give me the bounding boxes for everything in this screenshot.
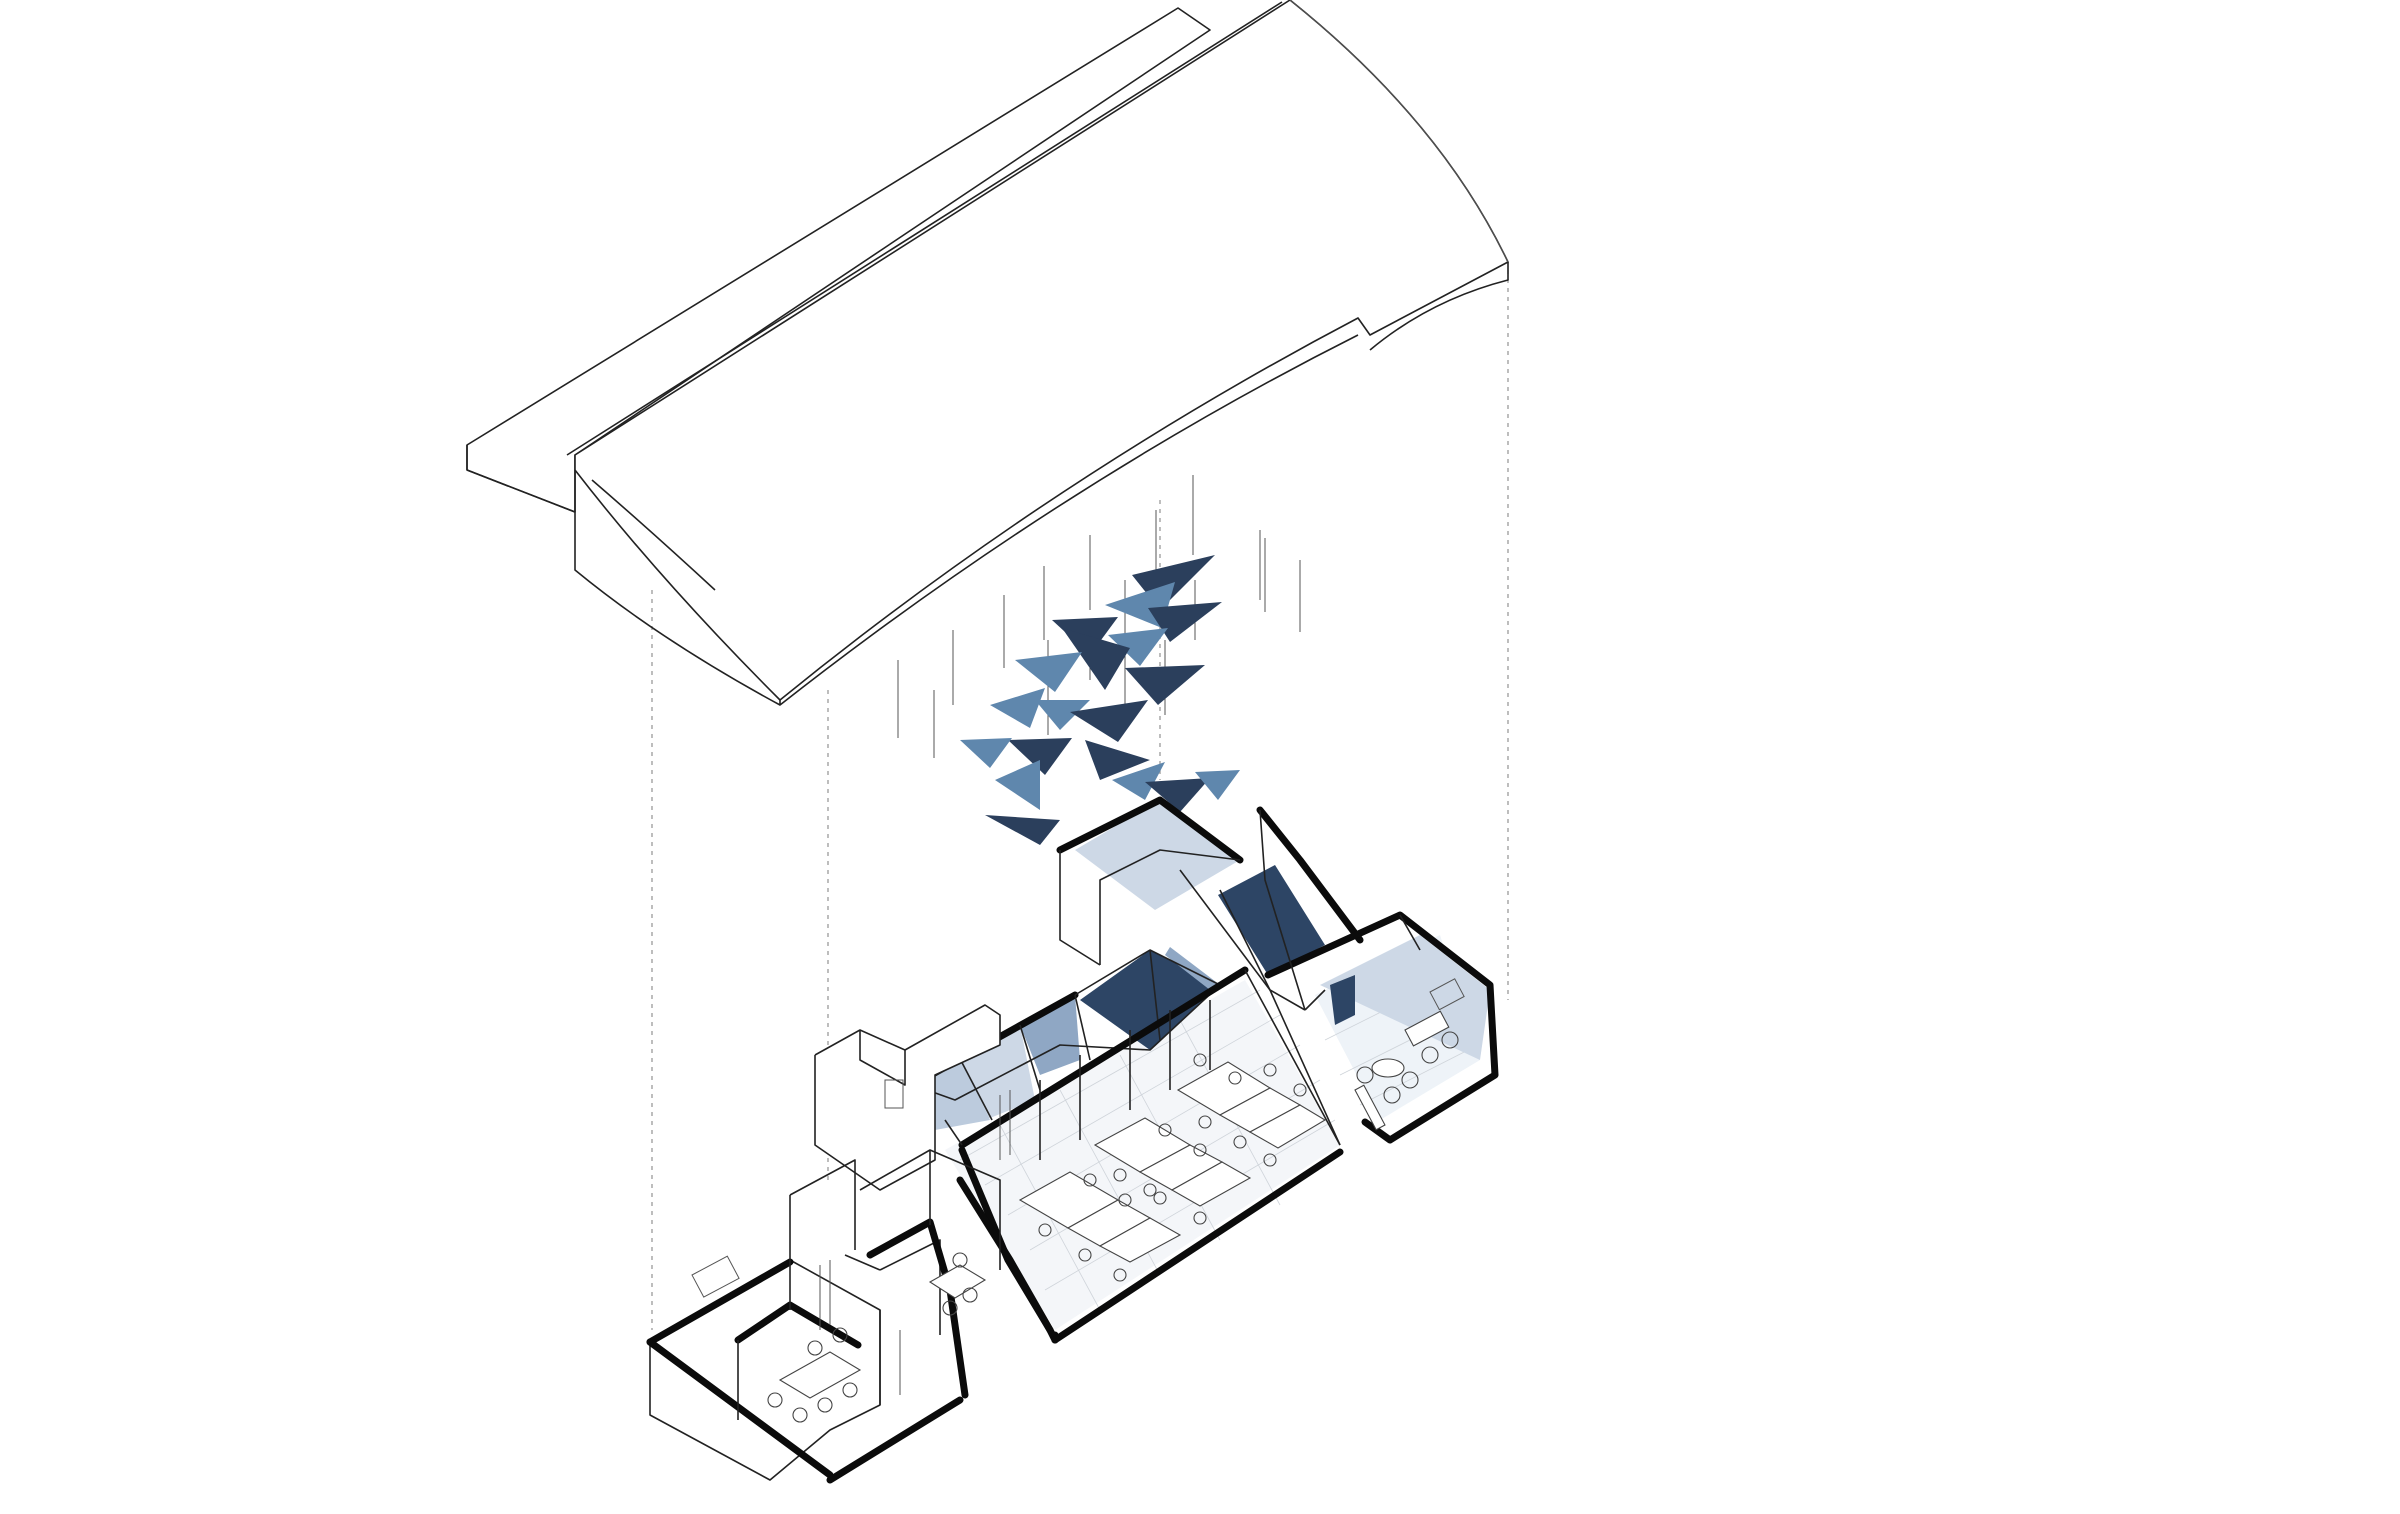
room-upper-right-glass bbox=[1075, 800, 1240, 910]
office-floor-plan bbox=[646, 796, 1499, 1484]
room-lounge-glass bbox=[1320, 935, 1490, 1060]
acoustic-panel bbox=[1062, 628, 1130, 690]
acoustic-panel bbox=[1108, 628, 1168, 666]
acoustic-panels bbox=[960, 555, 1240, 845]
workstations bbox=[1018, 1061, 1327, 1263]
room-lounge-dark-partition bbox=[1330, 975, 1355, 1025]
acoustic-panel bbox=[985, 815, 1060, 845]
acoustic-panel bbox=[1125, 665, 1205, 705]
acoustic-panel bbox=[1085, 740, 1150, 780]
wall-details bbox=[691, 978, 1465, 1395]
roof-canopy bbox=[466, 0, 1509, 706]
support-rods bbox=[897, 475, 1301, 758]
acoustic-panel bbox=[1195, 770, 1240, 800]
room-upper-right-dark bbox=[1218, 865, 1325, 975]
meeting-room-dark bbox=[1080, 950, 1220, 1050]
acoustic-panel bbox=[1008, 738, 1072, 775]
meeting-room-glass-top bbox=[1165, 947, 1220, 990]
meeting-room-mid bbox=[1020, 995, 1080, 1075]
meeting-room-furniture bbox=[767, 1252, 987, 1423]
acoustic-panel bbox=[1015, 652, 1082, 692]
lounge-furniture bbox=[1354, 1010, 1459, 1131]
acoustic-panel bbox=[1145, 778, 1210, 812]
office-chairs bbox=[1038, 1053, 1307, 1282]
acoustic-panel bbox=[990, 688, 1045, 728]
acoustic-panel bbox=[1148, 602, 1222, 642]
acoustic-panel bbox=[995, 760, 1040, 810]
acoustic-panel bbox=[1112, 762, 1165, 800]
acoustic-panel bbox=[1070, 700, 1148, 742]
acoustic-panel bbox=[960, 738, 1012, 768]
acoustic-panel bbox=[1035, 700, 1090, 730]
